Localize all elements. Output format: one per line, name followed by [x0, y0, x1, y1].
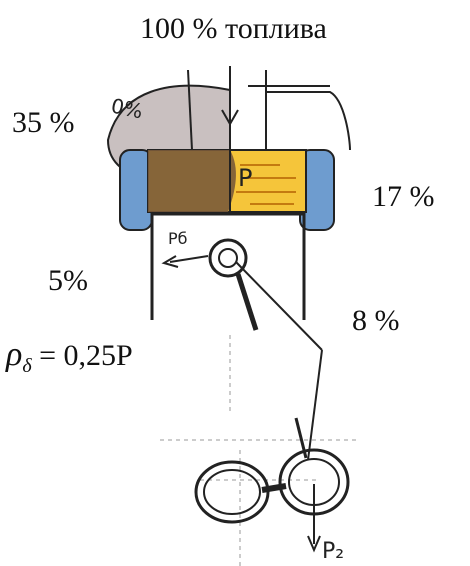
fuel-total-title: 100 % топлива	[140, 12, 327, 45]
crank-web	[261, 483, 287, 493]
formula-value: = 0,25P	[31, 339, 133, 372]
formula-symbol: ρ	[6, 336, 23, 373]
exhaust-loss-label: 35 %	[12, 106, 75, 139]
dashed-guide-lines	[160, 335, 360, 566]
bottom-force-arrowhead	[307, 535, 321, 553]
intake-pipe	[265, 91, 351, 151]
side-force-arrowhead	[161, 255, 179, 268]
flame-hatching	[236, 164, 296, 205]
bottom-force-label: P₂	[322, 539, 344, 564]
exhaust-gas-in-chamber	[148, 150, 236, 212]
connecting-rod	[235, 273, 259, 331]
cooling-loss-label: 17 %	[372, 180, 435, 213]
force-line-lower	[307, 349, 323, 461]
gas-force-label: P	[238, 164, 252, 192]
valve-stem-left	[187, 69, 193, 151]
formula-subscript: δ	[22, 355, 32, 377]
friction-loss-label: 5%	[48, 264, 88, 297]
side-force-formula: ρδ = 0,25P	[6, 336, 133, 377]
side-force-arrow	[169, 255, 209, 263]
other-loss-label: 8 %	[352, 304, 400, 337]
fuel-inlet-arrowhead	[221, 109, 239, 127]
force-line-upper	[235, 261, 323, 351]
side-force-label: Pб	[168, 229, 188, 248]
exhaust-partial-percent: 0%	[109, 93, 145, 123]
crank-circle-left-inner	[203, 469, 261, 515]
piston-pin-inner	[218, 248, 238, 268]
